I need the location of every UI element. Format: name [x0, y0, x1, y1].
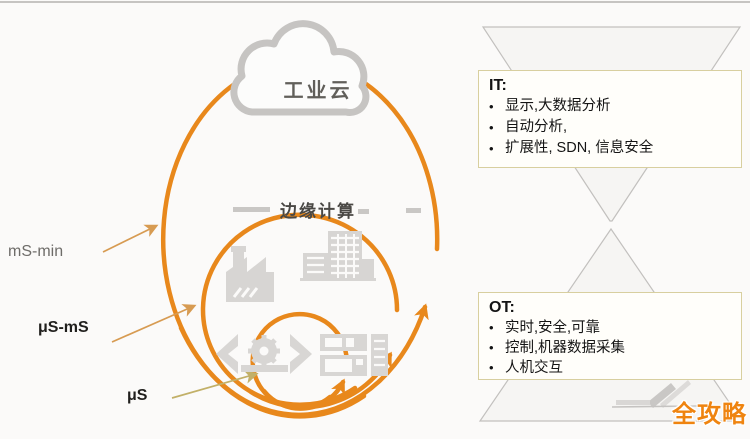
it-box-title: IT:: [489, 77, 507, 94]
outer-flow-arrow: [178, 303, 429, 418]
watermark-logo-icon: [611, 380, 698, 408]
ot-bullet-row: • 人机交互: [489, 358, 731, 378]
bullet-dot: •: [489, 360, 494, 375]
us-ms-arrow: [111, 304, 197, 343]
edge-dash-right: [406, 208, 421, 213]
cloud-label: 工业云: [283, 80, 353, 102]
bullet-dot: •: [489, 340, 494, 355]
ot-bullet-text: 控制,机器数据采集: [505, 340, 626, 356]
factory-icon: [226, 246, 274, 302]
ot-bullet-text: 人机交互: [505, 360, 563, 376]
inner-flow-arrow: [261, 378, 346, 411]
cloud-icon: [230, 20, 370, 116]
edge-dash-mid: [358, 209, 369, 214]
ot-bullet-text: 实时,安全,可靠: [505, 320, 601, 336]
it-bullet-text: 显示,大数据分析: [505, 98, 611, 114]
latency-label-us-ms: μS-mS: [38, 319, 89, 336]
ot-info-box: OT: • 实时,安全,可靠 • 控制,机器数据采集 • 人机交互: [478, 292, 742, 380]
machine-icon: [216, 334, 312, 374]
middle-ellipse-arc: [200, 212, 400, 407]
ot-box-title: OT:: [489, 299, 515, 316]
ot-bullet-row: • 控制,机器数据采集: [489, 338, 731, 358]
bullet-dot: •: [489, 320, 494, 335]
latency-label-ms-min: mS-min: [8, 243, 64, 260]
it-bullet-text: 自动分析,: [505, 119, 568, 135]
it-bullet-row: • 自动分析,: [489, 117, 731, 138]
us-arrow: [171, 370, 259, 399]
watermark-text: 全攻略: [672, 401, 747, 428]
watermark-fineprint-smudge: [616, 400, 650, 405]
bullet-dot: •: [489, 99, 494, 114]
it-bullet-row: • 显示,大数据分析: [489, 96, 731, 117]
ms-min-arrow: [102, 224, 159, 253]
city-buildings-icon: [300, 231, 376, 281]
it-info-box: IT: • 显示,大数据分析 • 自动分析, • 扩展性, SDN, 信息安全: [478, 70, 742, 168]
it-bullet-row: • 扩展性, SDN, 信息安全: [489, 138, 731, 159]
bullet-dot: •: [489, 141, 494, 156]
edge-dashed-line: [233, 207, 421, 214]
server-rack-icon: [320, 334, 388, 376]
it-bullet-text: 扩展性, SDN, 信息安全: [505, 140, 654, 156]
label-pointer-arrows: [102, 224, 259, 399]
edge-computing-label: 边缘计算: [280, 202, 356, 221]
edge-dash-left: [233, 207, 270, 212]
latency-label-us: μS: [127, 387, 148, 404]
bullet-dot: •: [489, 120, 494, 135]
ot-bullet-row: • 实时,安全,可靠: [489, 318, 731, 338]
